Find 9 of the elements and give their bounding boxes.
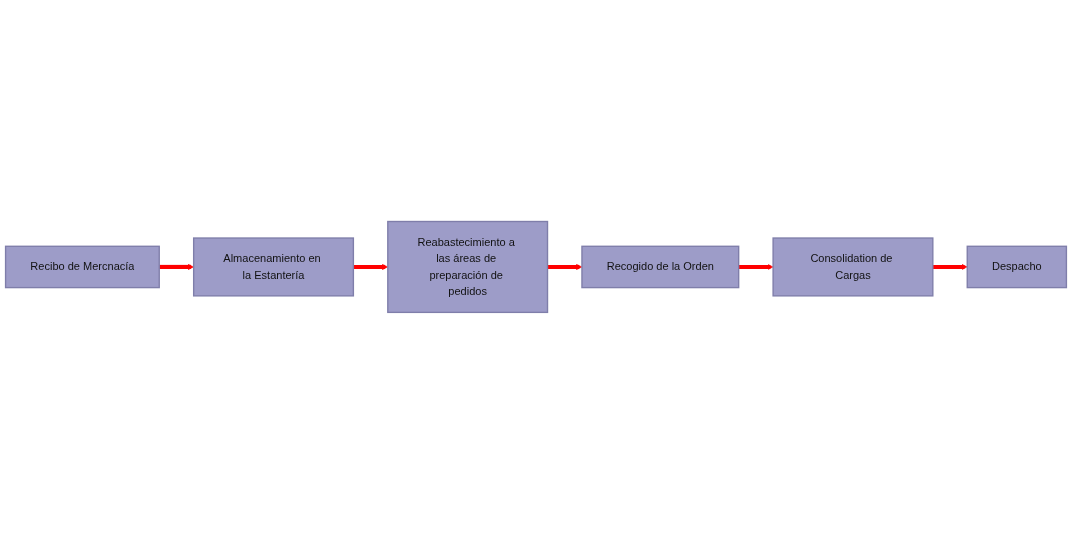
node-box: Almacenamiento en la Estantería <box>192 237 355 297</box>
arrow <box>159 263 194 270</box>
arrow <box>932 263 968 270</box>
node-box: Recogido de la Orden <box>581 245 740 289</box>
node-box: Consolidation de Cargas <box>772 237 934 297</box>
node-box: Recibo de Mercnacía <box>4 245 160 289</box>
node-box: Despacho <box>966 245 1068 289</box>
arrow <box>738 263 774 270</box>
node-box: Reabastecimiento a las áreas de preparación de pedidos <box>387 220 549 314</box>
